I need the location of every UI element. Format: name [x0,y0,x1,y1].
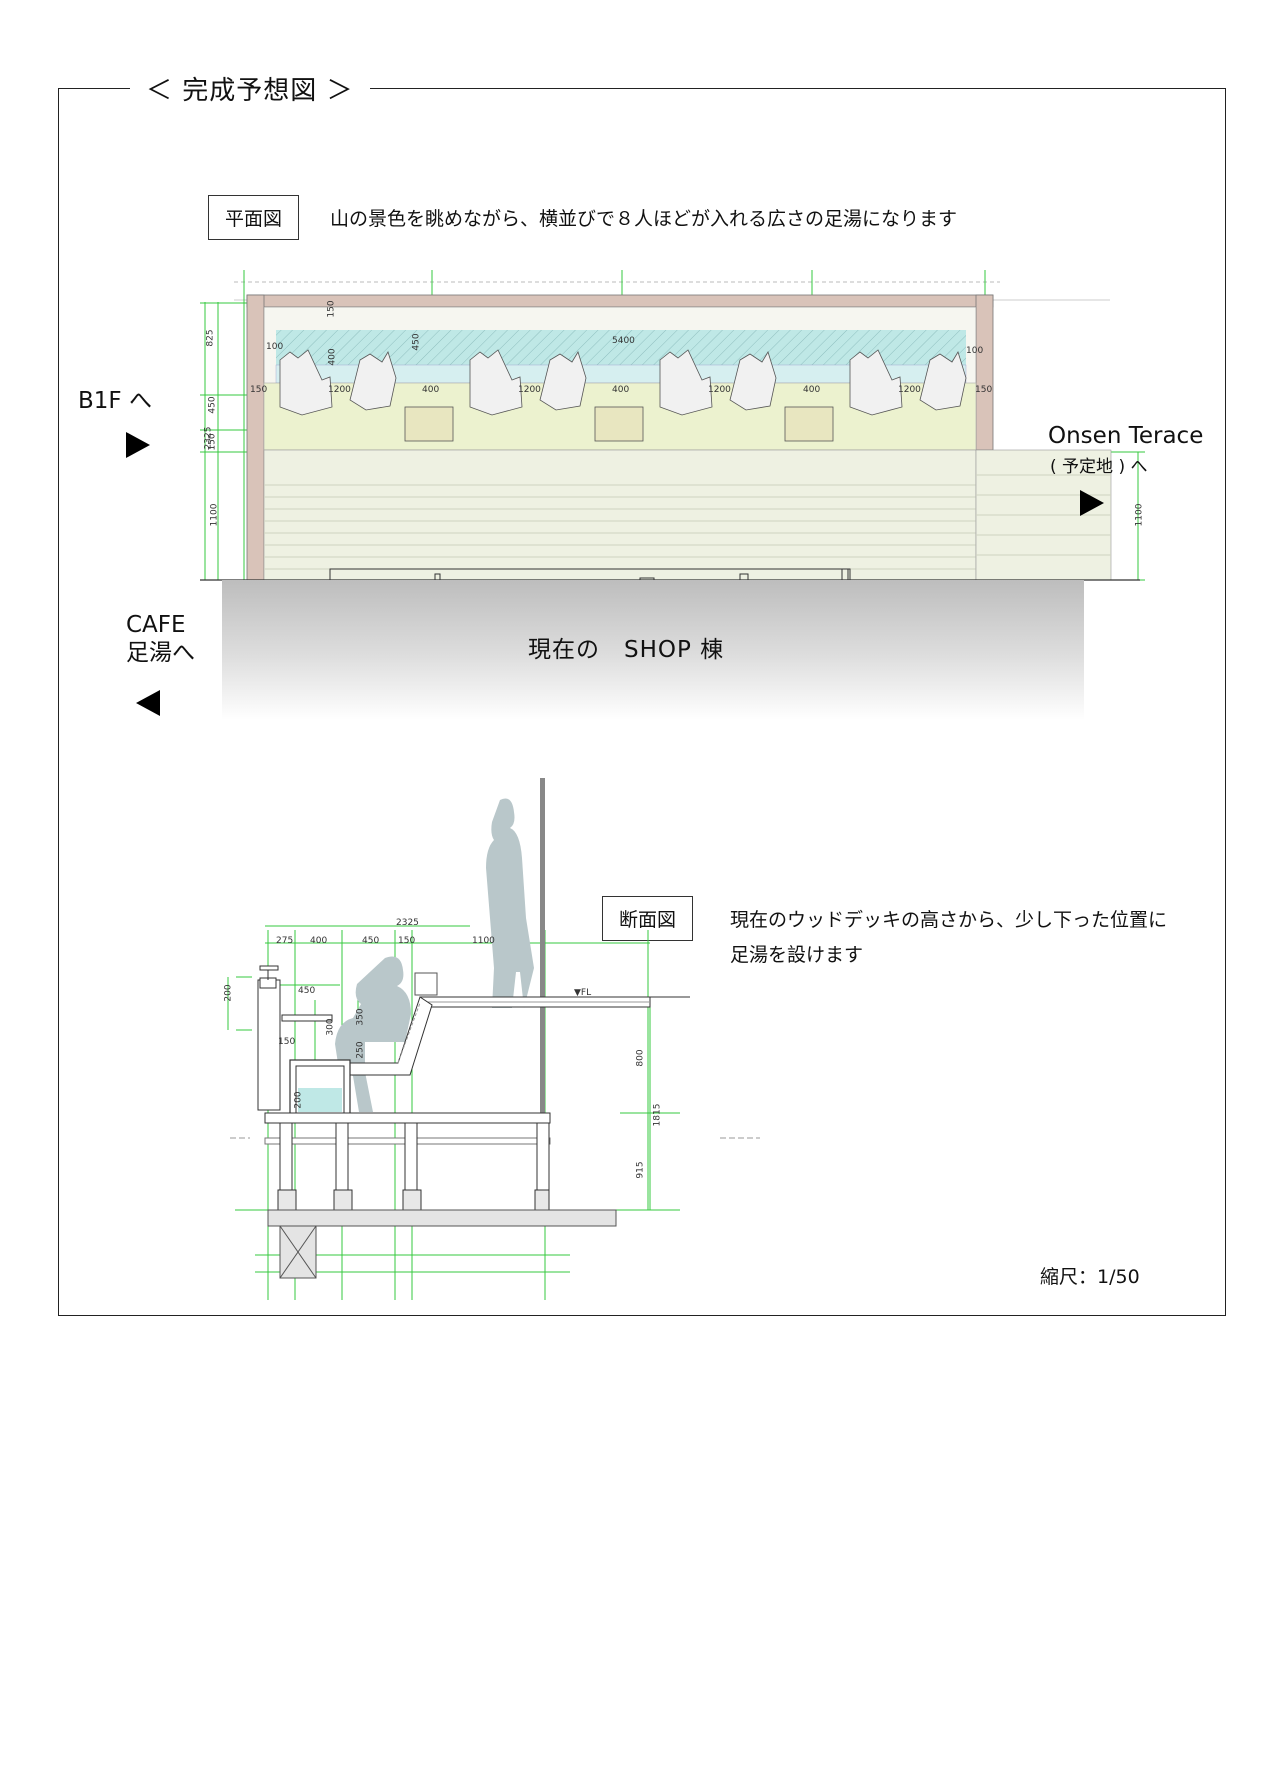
dim-row-0: 150 [250,385,268,395]
sec-dim-right-lower: 915 [635,1161,646,1179]
onsen-sublabel: ( 予定地 ) へ [1050,457,1148,477]
sec-dim-h200b: 200 [293,1091,304,1109]
sec-dim-right-total: 1815 [652,1103,663,1127]
shop-building [222,580,1084,720]
section-tag: 断面図 [602,896,694,941]
dim-top-span: 5400 [612,336,635,346]
sec-dim-fl: ▼FL [574,988,592,998]
dim-row-2: 400 [422,385,440,395]
dim-right-small: 100 [966,346,984,356]
sec-dim-top-2: 450 [362,936,380,946]
sec-dim-top-1: 400 [310,936,328,946]
dim-row-4: 400 [612,385,630,395]
sec-dim-h200: 200 [223,984,234,1002]
sec-dim-h350: 350 [355,1008,366,1026]
plan-tag: 平面図 [208,195,300,240]
onsen-label: Onsen Terace [1048,423,1204,449]
section-caption-2: 足湯を設けます [730,944,864,966]
onsen-arrow-icon [1080,490,1104,516]
dim-row-1: 1200 [328,385,351,395]
cafe-arrow-icon [136,690,160,716]
dim-row-7: 1200 [898,385,921,395]
frame-title: ＜ 完成予想図 ＞ [130,70,370,107]
cafe-sublabel: 足湯へ [126,640,195,666]
dim-row-3: 1200 [518,385,541,395]
shop-label: 現在の SHOP 棟 [528,637,725,663]
sec-dim-h450: 450 [298,986,316,996]
section-caption-1: 現在のウッドデッキの高さから、少し下った位置に [730,909,1168,931]
sec-dim-h250: 250 [355,1041,366,1059]
sec-dim-h300: 300 [325,1018,336,1036]
dim-row-8: 150 [975,385,993,395]
dim-row-6: 400 [803,385,821,395]
standing-figure [486,798,534,1008]
sec-dim-top-4: 1100 [472,936,495,946]
sec-dim-top-3: 150 [398,936,416,946]
scale-label: 縮尺：1/50 [1040,1266,1140,1288]
sec-dim-top-total: 2325 [396,918,419,928]
drawing-frame [58,88,1226,1316]
cafe-label: CAFE [126,612,186,638]
sec-dim-right-upper: 800 [635,1049,646,1067]
dim-top-a: 100 [266,342,284,352]
sec-dim-h150: 150 [278,1037,296,1047]
plan-caption: 山の景色を眺めながら、横並びで８人ほどが入れる広さの足湯になります [330,208,958,230]
dim-row-5: 1200 [708,385,731,395]
b1f-label: B1F へ [78,388,152,414]
sec-dim-top-0: 275 [276,936,294,946]
b1f-arrow-icon [126,432,150,458]
plan-drawing [200,270,1145,595]
